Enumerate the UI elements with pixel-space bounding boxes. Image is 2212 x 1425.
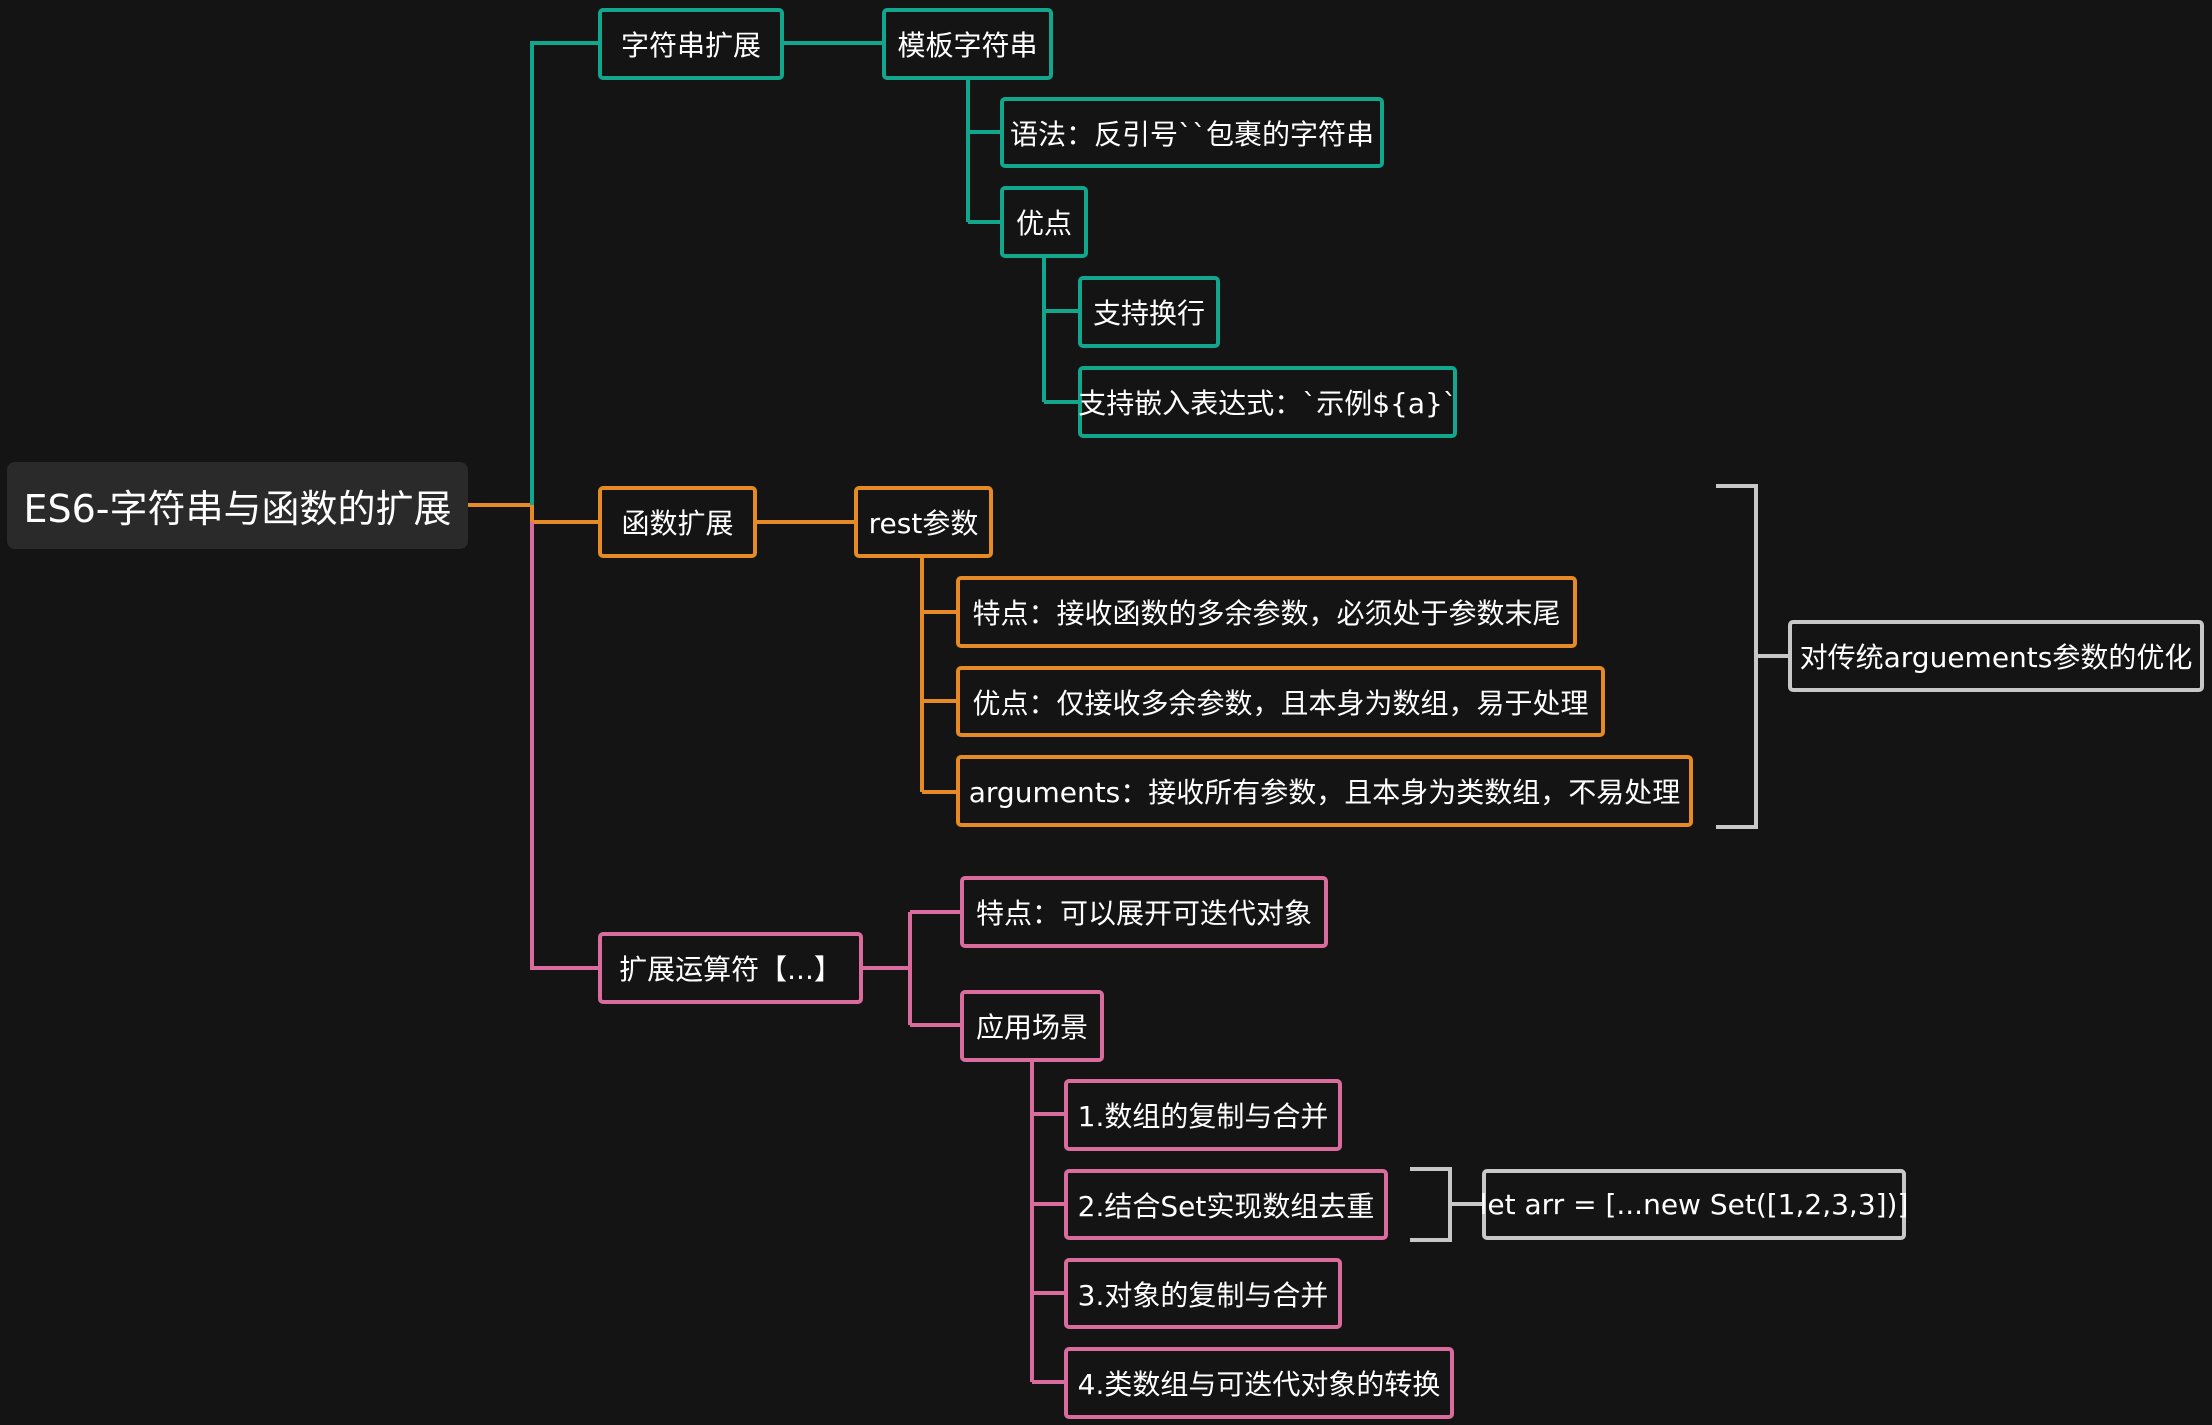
rest-advantage-topic[interactable]: 优点：仅接收多余参数，且本身为数组，易于处理 bbox=[956, 666, 1605, 737]
function-branch-line bbox=[530, 505, 600, 524]
root-topic[interactable]: ES6-字符串与函数的扩展 bbox=[7, 462, 468, 549]
embedded-expression-topic[interactable]: 支持嵌入表达式：`示例${a}` bbox=[1078, 366, 1457, 438]
summary-bracket bbox=[1716, 484, 1790, 829]
line-break-topic[interactable]: 支持换行 bbox=[1078, 276, 1220, 348]
scene-array-like-conversion[interactable]: 4.类数组与可迭代对象的转换 bbox=[1064, 1347, 1454, 1419]
code-bracket bbox=[1410, 1167, 1484, 1242]
scene-object-copy-merge[interactable]: 3.对象的复制与合并 bbox=[1064, 1258, 1342, 1329]
arguments-optimization-summary[interactable]: 对传统arguements参数的优化 bbox=[1788, 620, 2204, 692]
string-ext-topic[interactable]: 字符串扩展 bbox=[598, 8, 784, 80]
spread-operator-topic[interactable]: 扩展运算符【...】 bbox=[598, 932, 863, 1004]
rest-params-topic[interactable]: rest参数 bbox=[854, 486, 993, 558]
string-branch-line bbox=[530, 41, 600, 505]
spread-branch-line bbox=[530, 522, 600, 970]
scene-set-dedupe[interactable]: 2.结合Set实现数组去重 bbox=[1064, 1169, 1388, 1240]
advantages-children-line bbox=[1042, 257, 1080, 404]
scene-array-copy-merge[interactable]: 1.数组的复制与合并 bbox=[1064, 1079, 1342, 1151]
template-advantages-topic[interactable]: 优点 bbox=[1000, 186, 1088, 258]
template-children-line bbox=[966, 78, 1002, 224]
template-syntax-topic[interactable]: 语法：反引号``包裹的字符串 bbox=[1000, 97, 1384, 168]
spread-children-line bbox=[861, 910, 962, 1027]
scenes-children-line bbox=[1030, 1060, 1066, 1384]
function-ext-topic[interactable]: 函数扩展 bbox=[598, 486, 757, 558]
spread-feature-topic[interactable]: 特点：可以展开可迭代对象 bbox=[960, 876, 1328, 948]
rest-feature-topic[interactable]: 特点：接收函数的多余参数，必须处于参数末尾 bbox=[956, 576, 1577, 648]
template-string-topic[interactable]: 模板字符串 bbox=[882, 8, 1053, 80]
rest-children-line bbox=[920, 557, 958, 794]
arguments-topic[interactable]: arguments：接收所有参数，且本身为类数组，不易处理 bbox=[956, 755, 1693, 827]
scenes-topic[interactable]: 应用场景 bbox=[960, 990, 1104, 1062]
dedupe-code-example[interactable]: let arr = [...new Set([1,2,3,3])] bbox=[1480, 1169, 1908, 1240]
